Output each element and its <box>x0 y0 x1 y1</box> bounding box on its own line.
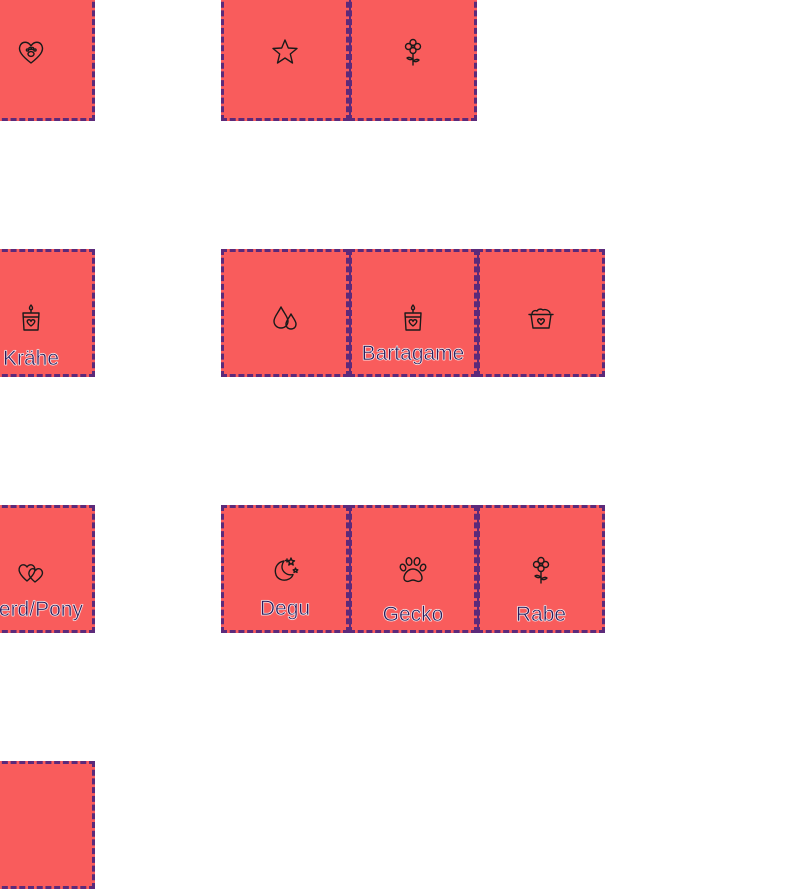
two-hearts-icon <box>16 557 46 587</box>
tile-pferd-pony[interactable]: Pferd/Pony <box>0 505 95 633</box>
tile-heart-paw[interactable] <box>0 0 95 121</box>
tile-label: Gecko <box>382 603 444 627</box>
tile-gecko[interactable]: Gecko <box>349 505 477 633</box>
paw-icon <box>398 555 428 585</box>
tile-degu[interactable]: Degu <box>221 505 349 633</box>
moon-stars-icon <box>270 555 300 585</box>
heart-paw-icon <box>16 37 46 67</box>
tile-drops[interactable] <box>221 249 349 377</box>
tile-seam <box>477 505 479 633</box>
candle-icon <box>398 303 428 333</box>
tile-seam <box>349 249 351 377</box>
tile-bowl[interactable] <box>477 249 605 377</box>
tile-seam <box>349 0 351 121</box>
candle-icon <box>16 303 46 333</box>
tile-label: Bartagame <box>361 342 465 366</box>
tile-label: Krähe <box>2 347 60 371</box>
tile-label: Rabe <box>515 603 567 627</box>
flower-icon <box>526 555 556 585</box>
tile-rabe[interactable]: Rabe <box>477 505 605 633</box>
tile-seam <box>477 249 479 377</box>
tile-flower-top[interactable] <box>349 0 477 121</box>
tile-seam <box>349 505 351 633</box>
tile-label: Pferd/Pony <box>0 598 83 622</box>
tile-kraehe[interactable]: Krähe <box>0 249 95 377</box>
water-drops-icon <box>270 303 300 333</box>
food-bowl-icon <box>526 303 556 333</box>
star-icon <box>270 37 300 67</box>
tile-bartagame[interactable]: Bartagame <box>349 249 477 377</box>
tile-bottom-left[interactable] <box>0 761 95 889</box>
tile-star[interactable] <box>221 0 349 121</box>
flower-icon <box>398 37 428 67</box>
tile-label: Degu <box>259 597 311 621</box>
